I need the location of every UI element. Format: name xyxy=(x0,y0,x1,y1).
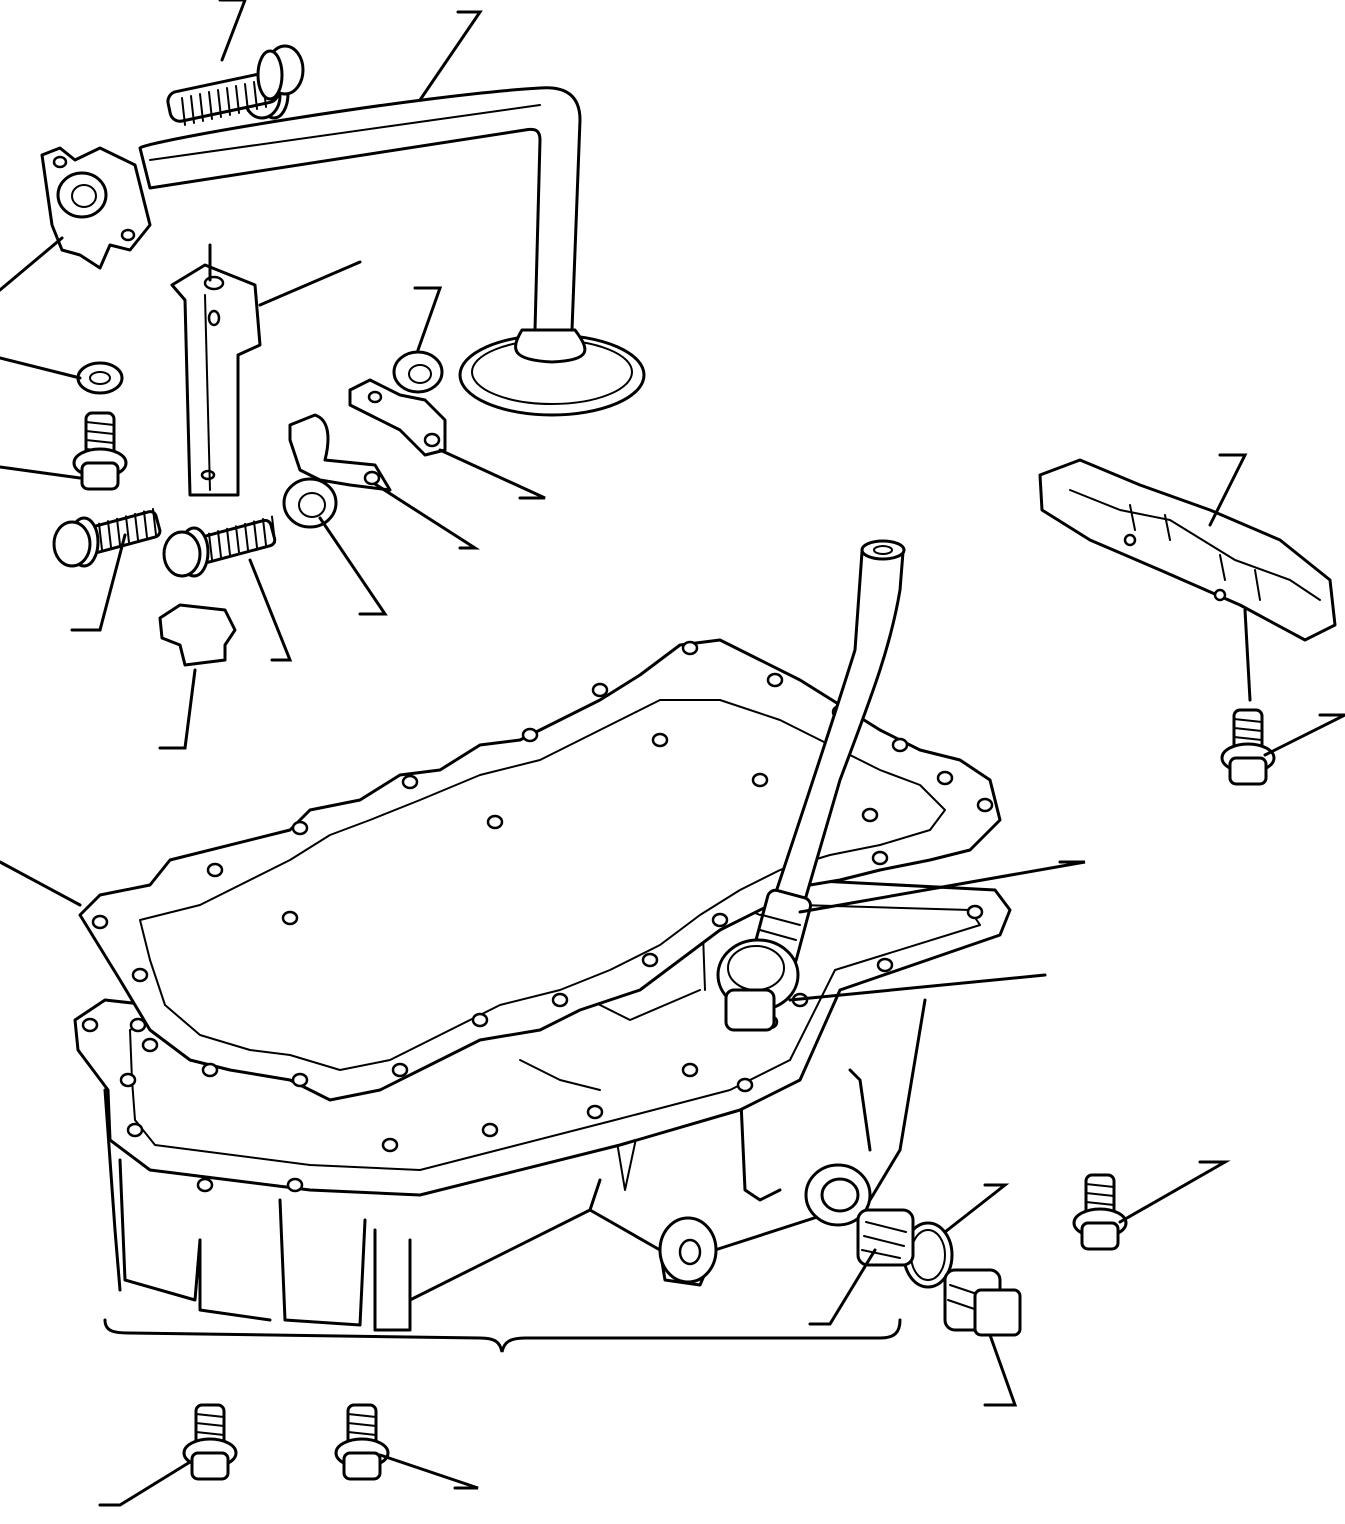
gasket-bolt-hole xyxy=(401,774,419,790)
pipe-clamp xyxy=(288,378,447,492)
callout-leader-line xyxy=(378,1453,479,1490)
pan-bolt-hole xyxy=(681,1062,699,1078)
gasket-bolt-hole xyxy=(471,1012,489,1028)
callout-leader-line xyxy=(0,860,82,907)
strainer-bracket xyxy=(170,263,262,497)
gasket-bolt-hole xyxy=(206,862,224,878)
washer-center xyxy=(282,477,338,529)
gasket-bolt-hole xyxy=(681,640,699,656)
callout-leader-line xyxy=(1243,608,1252,702)
pan-bolt-hole xyxy=(966,904,984,920)
oil-strainer-pipe xyxy=(40,86,646,417)
gasket-bolt-hole xyxy=(871,850,889,866)
gasket-bolt-hole xyxy=(711,912,729,928)
gasket-bolt-hole xyxy=(976,797,994,813)
gasket-bolt-hole xyxy=(651,732,669,748)
pan-bolt-hole xyxy=(586,1104,604,1120)
gasket-bolt-hole xyxy=(861,807,879,823)
drain-plug xyxy=(943,1268,1022,1337)
pan-bolt-right xyxy=(1072,1173,1128,1251)
callout-leader-line xyxy=(943,1183,1010,1234)
stiffener-bar xyxy=(1038,458,1337,642)
gasket-bolt-hole xyxy=(551,992,569,1008)
callout-leader-line xyxy=(98,1460,192,1507)
callout-leader-line xyxy=(258,260,362,307)
pipe-bolt-left xyxy=(52,507,162,568)
pan-bolt-hole xyxy=(119,1072,137,1088)
callout-leader-line xyxy=(248,558,293,662)
pan-bolt-hole xyxy=(481,1122,499,1138)
callout-leader-line xyxy=(413,286,443,352)
gasket-bolt-hole xyxy=(91,914,109,930)
assembly-brace xyxy=(103,1318,902,1353)
callout-leader-line xyxy=(438,448,546,500)
gasket-bolt-hole xyxy=(291,1072,309,1088)
callout-leader-line xyxy=(0,236,64,292)
gasket-bolt-hole xyxy=(131,967,149,983)
pan-bolt-hole xyxy=(81,1017,99,1033)
pan-bolt-hole xyxy=(381,1137,399,1153)
flange-bolt-left-upper xyxy=(72,411,128,491)
gasket-bolt-hole xyxy=(891,737,909,753)
callout-leader-line xyxy=(218,0,247,62)
dipstick-tube xyxy=(716,539,906,1032)
callout-leader-line xyxy=(318,516,388,616)
callout-leader-line xyxy=(373,482,481,550)
gasket-bolt-hole xyxy=(281,910,299,926)
gasket-bolt-hole xyxy=(936,770,954,786)
stiffener-bolt xyxy=(1220,708,1276,786)
callout-leader-line xyxy=(70,533,127,632)
gasket-bolt-hole xyxy=(141,1037,159,1053)
callout-leader-line xyxy=(0,465,82,480)
pan-bolt-hole xyxy=(286,1177,304,1193)
gasket-bolt-hole xyxy=(591,682,609,698)
pan-bolt-hole xyxy=(196,1177,214,1193)
callout-leader-line xyxy=(1208,453,1248,527)
gasket-bolt-hole xyxy=(486,814,504,830)
callout-leader-line xyxy=(1263,713,1345,757)
callout-leader-line xyxy=(798,860,1086,914)
callout-leader-line xyxy=(0,356,82,380)
gasket-bolt-hole xyxy=(201,1062,219,1078)
callout-leader-line xyxy=(158,668,197,750)
pan-bolt-hole xyxy=(736,1077,754,1093)
drain-insert xyxy=(856,1208,915,1267)
callout-leader-line xyxy=(1118,1160,1231,1224)
gasket-bolt-hole xyxy=(641,952,659,968)
gasket-bolt-hole xyxy=(129,1017,147,1033)
pipe-flange-bolt-top xyxy=(166,44,305,126)
bolts xyxy=(52,44,1276,1481)
pan-bolt-hole xyxy=(876,957,894,973)
callout-leader-line xyxy=(983,1333,1018,1407)
washer-upper-right xyxy=(392,350,444,394)
pan-bolt-hole xyxy=(126,1122,144,1138)
gasket-bolt-hole xyxy=(521,727,539,743)
callout-leader-line xyxy=(418,10,483,102)
gasket-bolt-hole xyxy=(291,820,309,836)
bracket-bolt xyxy=(162,515,277,578)
plug-left xyxy=(158,603,237,667)
washer-left xyxy=(76,361,124,395)
pan-bolt-bottom-center xyxy=(334,1403,390,1481)
callout-leader-line xyxy=(788,973,1047,1002)
pan-bolt-bottom-left xyxy=(182,1403,238,1481)
gasket-bolt-hole xyxy=(751,772,769,788)
gasket-bolt-hole xyxy=(766,672,784,688)
gasket-bolt-hole xyxy=(391,1062,409,1078)
callout-leader-line xyxy=(808,1248,877,1326)
